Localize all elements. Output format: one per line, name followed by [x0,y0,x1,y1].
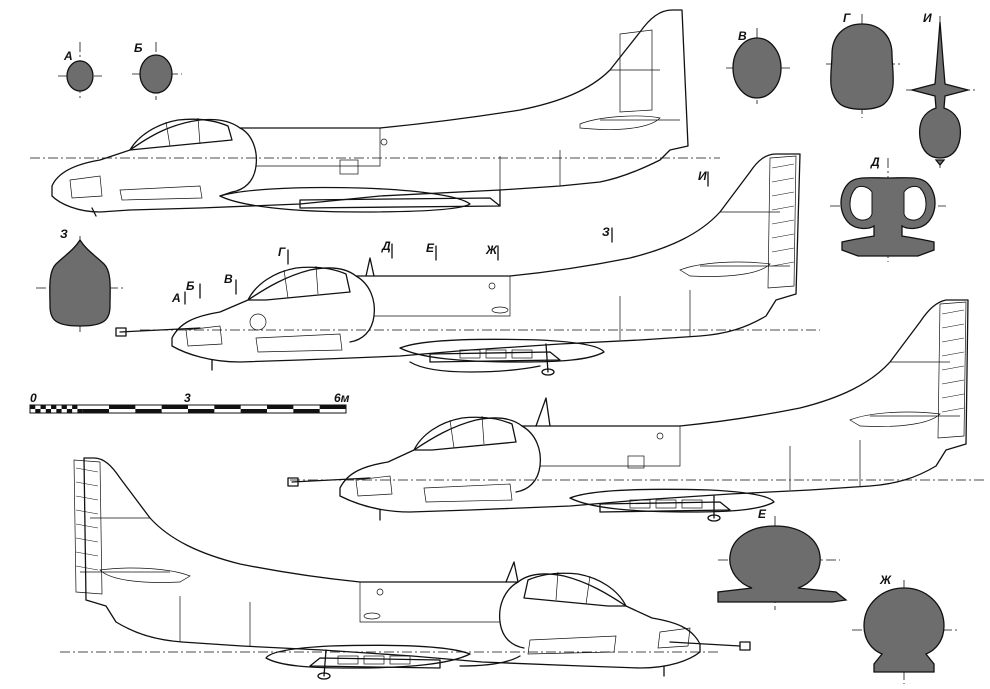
scale-block [188,409,215,413]
section-d-label: Д [870,155,880,169]
marker-i-label: И [698,169,707,183]
side-view-3 [287,299,985,522]
scale-end-label: 6м [334,391,350,405]
scale-block [319,405,346,409]
scale-bar: 0 3 6м [29,391,350,414]
section-zh-label: Ж [879,573,892,587]
section-v-label: В [738,29,747,43]
scale-start-label: 0 [30,391,37,405]
scale-check [30,405,36,409]
scale-block [267,405,294,409]
scale-check [72,405,78,409]
section-b-label: Б [134,41,143,55]
scale-check [51,405,57,409]
side-view-4 [60,457,751,680]
scale-block [161,405,188,409]
section-g: Г [826,11,900,118]
section-b: Б [132,41,182,100]
scale-block [214,405,241,409]
marker-d-label: Д [381,239,391,253]
scale-check [56,409,62,413]
side-view-1 [30,9,720,217]
scale-block [240,409,267,413]
marker-zh-label: Ж [485,243,498,257]
scale-block [109,405,136,409]
section-v: В [726,28,790,104]
section-e: Е [717,507,848,610]
section-z: З [36,227,124,332]
section-i-label: И [923,11,932,25]
section-g-label: Г [843,11,851,25]
section-e-label: Е [758,507,767,521]
side-view-2: А Б В Г Д Е Ж З И [115,153,820,376]
marker-v-label: В [224,272,233,286]
marker-b-label: Б [186,279,195,293]
scale-mid-label: 3 [184,391,191,405]
scale-check [61,405,67,409]
scale-check [45,409,52,413]
section-a: А [58,42,102,98]
marker-e-label: Е [426,241,435,255]
scale-check [35,409,41,413]
section-a-label: А [63,49,73,63]
section-d: Д [830,155,946,262]
scale-block [293,409,320,413]
scale-check [77,409,83,413]
scale-check [66,409,73,413]
scale-check [40,405,46,409]
section-i: И [906,11,975,168]
section-z-label: З [60,227,68,241]
marker-a-label: А [171,291,181,305]
section-zh: Ж [852,573,958,684]
scale-block [135,409,162,413]
marker-g-label: Г [278,245,286,259]
marker-z-label: З [602,225,610,239]
scale-block [82,409,109,413]
